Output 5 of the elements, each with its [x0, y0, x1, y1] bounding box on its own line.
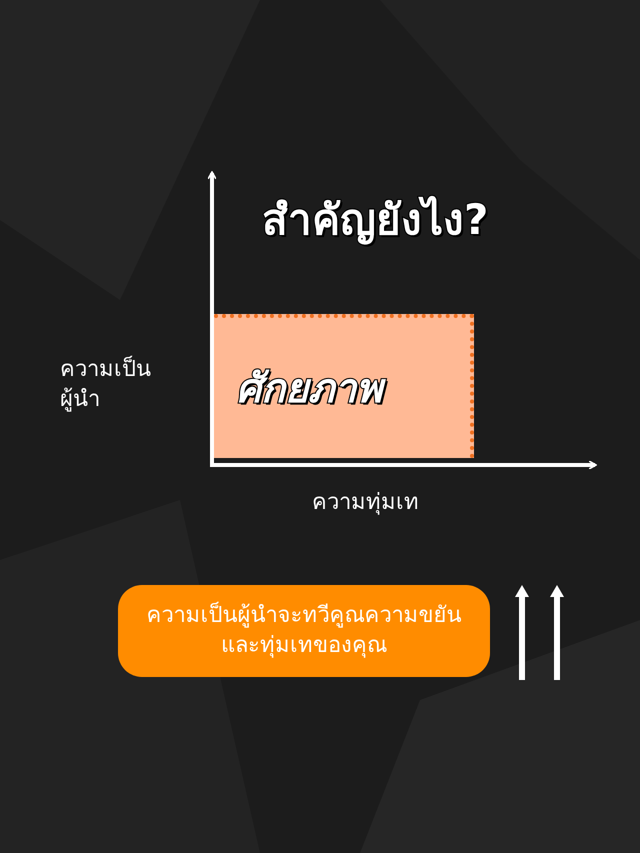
x-axis-label: ความทุ่มเท — [312, 489, 419, 517]
title-text: สำคัญยังไง? — [262, 194, 488, 247]
highlight-box: ความเป็นผู้นำจะทวีคูณความขยันและทุ่มเทของคุณ — [118, 585, 490, 677]
potential-area: ศักยภาพ — [214, 314, 474, 458]
y-axis-label: ความเป็นผู้นำ — [60, 355, 152, 414]
